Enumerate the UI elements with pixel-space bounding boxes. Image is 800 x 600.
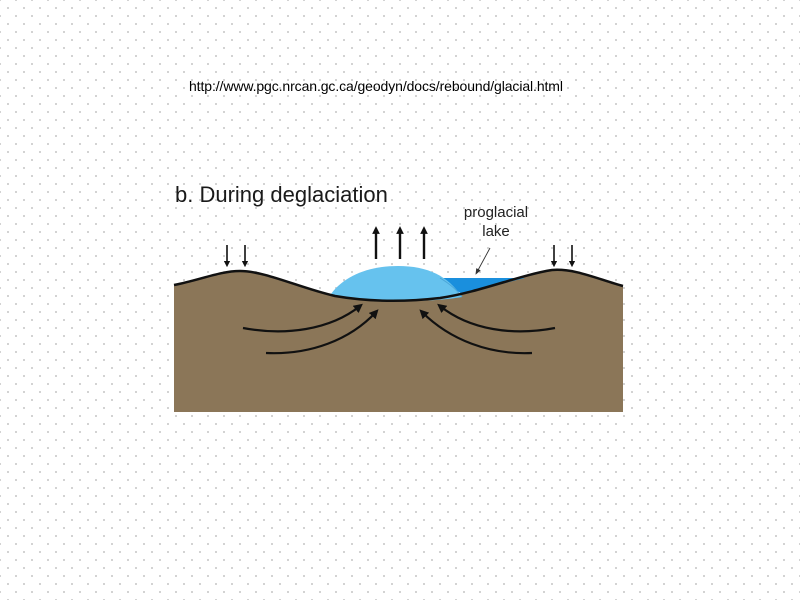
ground-crust-icon [174, 269, 623, 412]
uplift-arrows-icon [372, 226, 428, 259]
ice-dome-icon [331, 266, 462, 301]
lake-label-line2: lake [482, 223, 510, 240]
diagram-title: b. During deglaciation [175, 182, 388, 207]
subsidence-arrows-right-icon [550, 245, 576, 268]
source-url: http://www.pgc.nrcan.gc.ca/geodyn/docs/r… [189, 78, 563, 94]
subsidence-arrows-left-icon [223, 245, 249, 268]
mantle-flow-arrows-icon [242, 303, 556, 355]
proglacial-lake-label: proglacial lake [448, 203, 544, 241]
surface-line [173, 268, 624, 303]
lake-pointer-arrow-icon [475, 247, 491, 275]
lake-label-line1: proglacial [463, 204, 529, 221]
